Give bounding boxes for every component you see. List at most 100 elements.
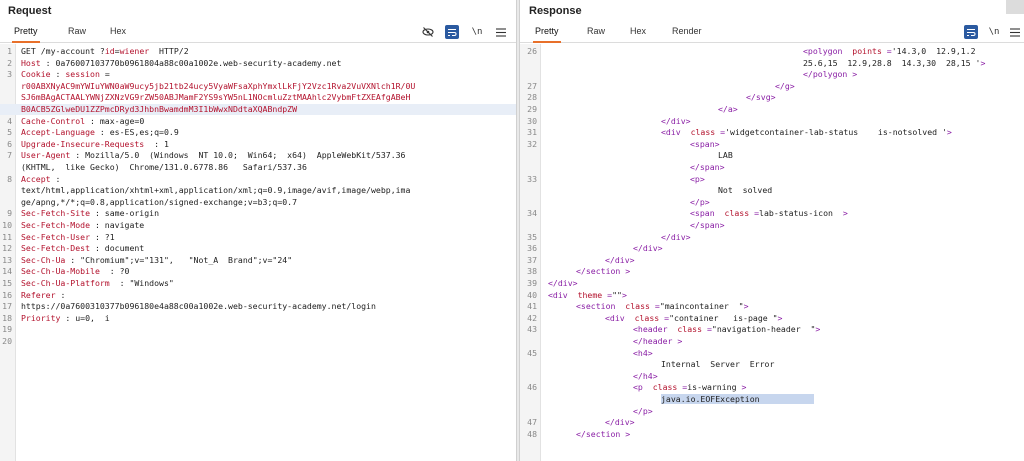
response-line[interactable]: 47</div> [520, 417, 1024, 428]
request-line[interactable]: text/html,application/xhtml+xml,applicat… [0, 185, 516, 196]
response-tab-pretty[interactable]: Pretty [533, 26, 561, 43]
response-line[interactable]: 35</div> [520, 232, 1024, 243]
code-text: Not solved [718, 185, 772, 196]
response-line[interactable]: </header > [520, 336, 1024, 347]
line-number: 38 [527, 266, 537, 277]
response-line[interactable]: 45<h4> [520, 348, 1024, 359]
code-text: </g> [775, 81, 795, 92]
response-line[interactable]: 32<span> [520, 139, 1024, 150]
response-line[interactable]: 36</div> [520, 243, 1024, 254]
request-tab-raw[interactable]: Raw [68, 26, 87, 36]
wrap-lines-icon[interactable] [445, 25, 459, 39]
response-line[interactable]: Not solved [520, 185, 1024, 196]
response-line[interactable]: </p> [520, 406, 1024, 417]
code-token: class [625, 301, 650, 312]
response-line[interactable]: </p> [520, 197, 1024, 208]
response-line[interactable]: </polygon > [520, 69, 1024, 80]
code-token: Sec-Ch-Ua-Platform [21, 278, 110, 288]
line-number: 39 [527, 278, 537, 288]
code-token: </div> [661, 115, 691, 126]
request-line[interactable]: B0ACB5ZGlweDU1ZZPmcDRyd3JhbnBwamdmM3I1bW… [0, 104, 516, 115]
response-line[interactable]: 40<div theme =""> [520, 290, 1024, 301]
code-token: SJ6mBAgACTAALYWNjZXNzVG9rZW50ABJMamF2YS9… [21, 92, 411, 103]
response-line[interactable]: 26<polygon points ='14.3,0 12.9,1.2 [520, 46, 1024, 57]
line-number: 6 [7, 138, 12, 149]
line-number: 42 [527, 312, 537, 323]
code-text: </div> [633, 243, 663, 254]
request-line[interactable]: 19 [0, 324, 516, 335]
request-line[interactable]: (KHTML, like Gecko) Chrome/131.0.6778.86… [0, 162, 516, 173]
response-line[interactable]: 27</g> [520, 81, 1024, 92]
request-tab-pretty[interactable]: Pretty [12, 26, 40, 43]
response-line[interactable]: </h4> [520, 371, 1024, 382]
code-token: : [50, 69, 66, 80]
eye-slash-icon[interactable] [421, 25, 435, 39]
response-tab-render[interactable]: Render [672, 26, 702, 36]
request-line[interactable]: SJ6mBAgACTAALYWNjZXNzVG9rZW50ABJMamF2YS9… [0, 92, 516, 103]
response-line[interactable]: 28</svg> [520, 92, 1024, 103]
hamburger-menu-icon[interactable] [1008, 25, 1022, 39]
response-line[interactable]: 29</a> [520, 104, 1024, 115]
request-line[interactable]: r00ABXNyAC9mYWIuYWN0aW9ucy5jb21tb24ucy5V… [0, 81, 516, 92]
response-line[interactable]: java.io.EOFException [520, 394, 1024, 405]
response-line[interactable]: 42<div class ="container is-page "> [520, 313, 1024, 324]
code-token: Sec-Ch-Ua [21, 254, 66, 265]
code-text: </section > [576, 429, 630, 440]
request-line[interactable]: 20 [0, 336, 516, 347]
wrap-lines-icon[interactable] [964, 25, 978, 39]
code-token: > [777, 312, 783, 323]
response-tab-raw[interactable]: Raw [587, 26, 606, 36]
response-line[interactable]: 37</div> [520, 255, 1024, 266]
code-text: ge/apng,*/*;q=0.8,application/signed-exc… [21, 197, 297, 208]
newline-icon[interactable]: \n [471, 27, 483, 37]
response-line[interactable]: 43<header class ="navigation-header "> [520, 324, 1024, 335]
response-line[interactable]: 30</div> [520, 116, 1024, 127]
response-line[interactable]: </span> [520, 162, 1024, 173]
pane-divider[interactable] [516, 0, 520, 461]
response-line[interactable]: 38</section > [520, 266, 1024, 277]
response-line[interactable]: 39</div> [520, 278, 1024, 289]
code-token: class [724, 208, 750, 219]
code-token: > [946, 127, 952, 138]
code-token: (KHTML, like Gecko) Chrome/131.0.6778.86… [21, 162, 307, 172]
response-line[interactable]: Internal Server Error [520, 359, 1024, 370]
code-text: </a> [718, 104, 738, 115]
code-token: '14.3,0 12.9,1.2 [891, 46, 976, 56]
newline-icon[interactable]: \n [988, 27, 1000, 37]
response-tab-hex[interactable]: Hex [630, 26, 647, 36]
response-line[interactable]: 31<div class ='widgetcontainer-lab-statu… [520, 127, 1024, 138]
response-line[interactable]: 34<span class =lab-status-icon > [520, 208, 1024, 219]
request-line[interactable]: ge/apng,*/*;q=0.8,application/signed-exc… [0, 197, 516, 208]
response-line[interactable]: 46<p class =is-warning > [520, 382, 1024, 393]
response-line[interactable]: 48</section > [520, 429, 1024, 440]
code-text: https://0a7600310377b096180e4a88c00a1002… [21, 301, 376, 312]
hamburger-menu-icon[interactable] [494, 25, 508, 39]
response-line[interactable]: 33<p> [520, 174, 1024, 185]
response-line[interactable]: LAB [520, 150, 1024, 161]
code-token: 'widgetcontainer-lab-status is-notsolved… [725, 127, 947, 138]
response-line[interactable]: </span> [520, 220, 1024, 231]
request-tab-hex[interactable]: Hex [110, 26, 127, 36]
response-line[interactable]: 25.6,15 12.9,28.8 14.3,30 28,15 '> [520, 58, 1024, 69]
response-line[interactable]: 41<section class ="maincontainer "> [520, 301, 1024, 312]
